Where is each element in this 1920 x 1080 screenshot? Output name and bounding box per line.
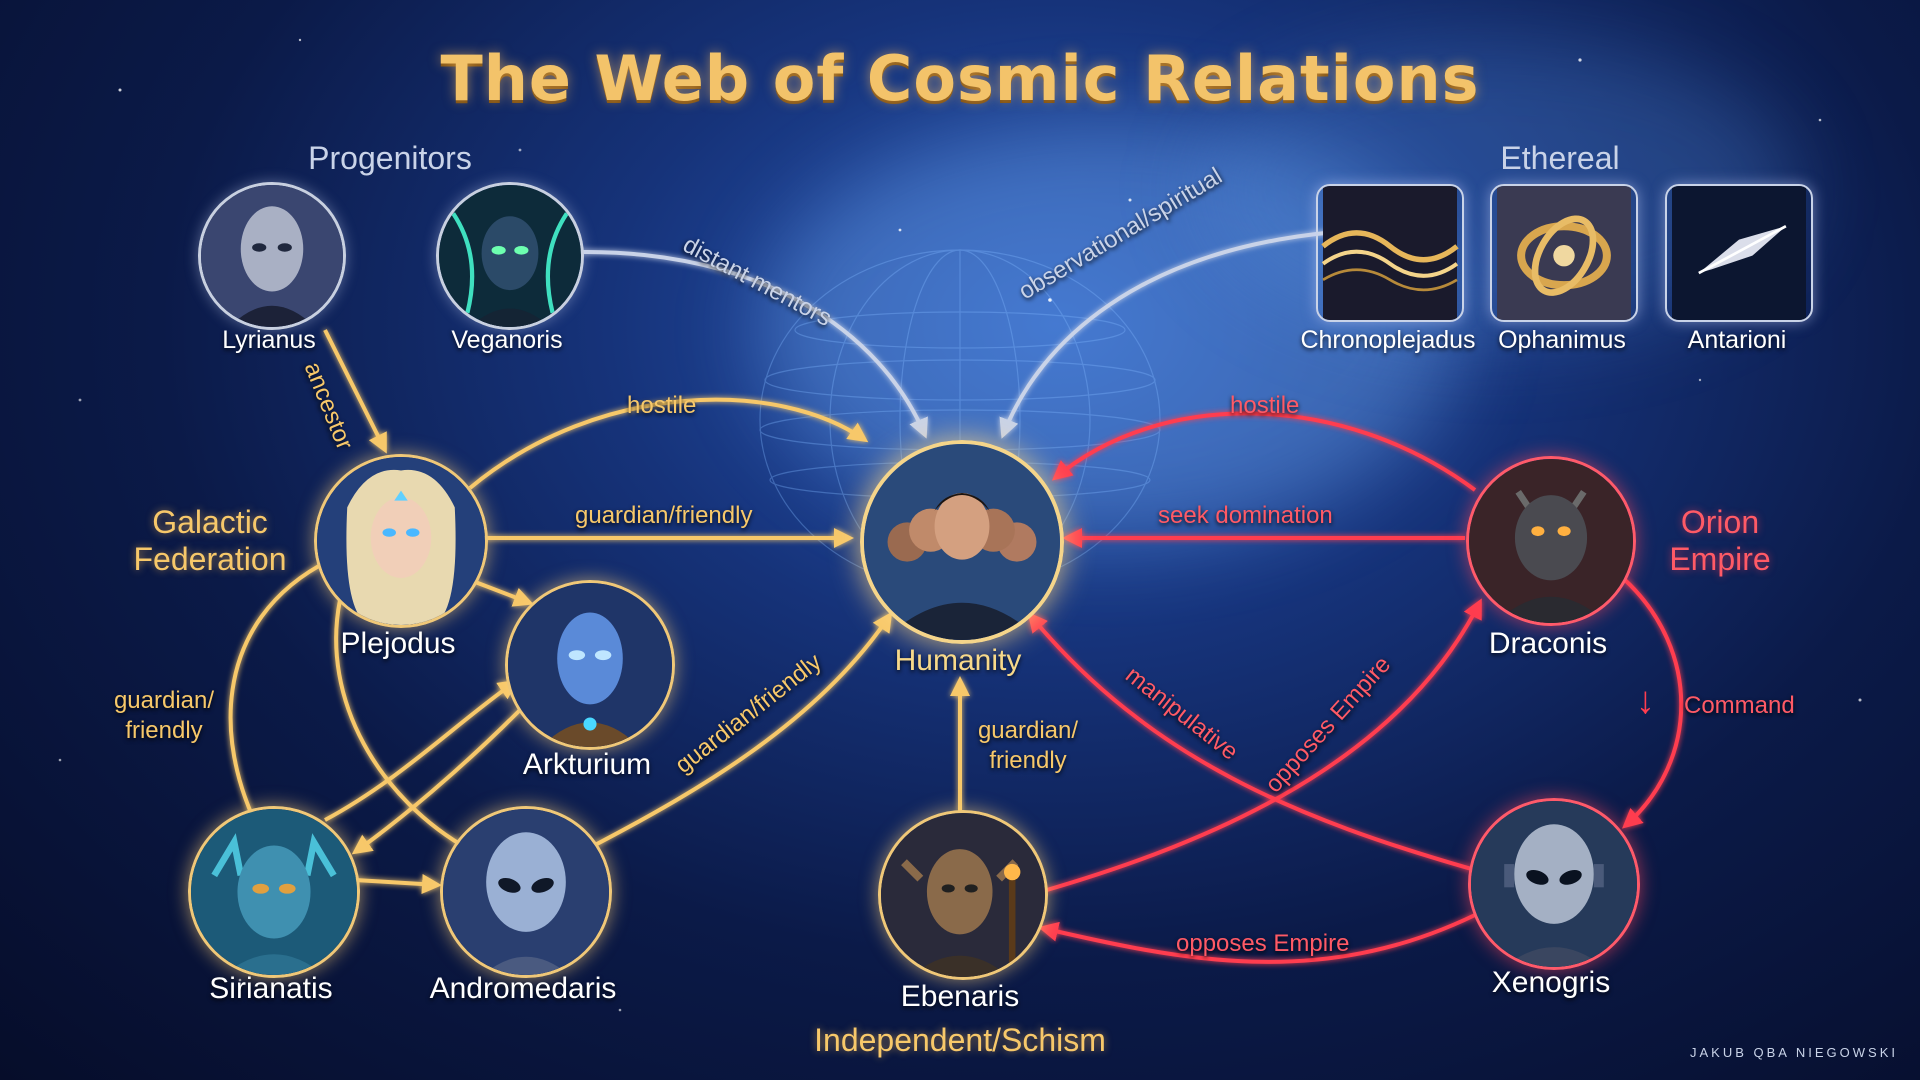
label-guardian-left: guardian/ friendly xyxy=(104,686,224,746)
label-guardian-plejodus: guardian/friendly xyxy=(575,502,753,529)
avatar-andromedaris[interactable] xyxy=(440,806,612,978)
label-command: Command xyxy=(1684,692,1795,719)
link-plejodus-andromedaris xyxy=(334,599,471,852)
label-guardian-ebenaris: guardian/ friendly xyxy=(968,716,1088,776)
name-veganoris: Veganoris xyxy=(451,326,563,354)
avatar-veganoris[interactable] xyxy=(436,182,584,330)
name-chronoplejadus: Chronoplejadus xyxy=(1300,326,1476,354)
label-hostile-right: hostile xyxy=(1230,392,1300,419)
name-plejodus: Plejodus xyxy=(340,627,456,660)
link-manipulative xyxy=(1027,611,1476,872)
command-arrow-icon: ↓ xyxy=(1636,680,1655,722)
link-andromedaris-humanity xyxy=(594,611,893,847)
group-orion-empire: Orion Empire xyxy=(1620,504,1820,578)
group-progenitors: Progenitors xyxy=(308,140,472,176)
link-hostile-left xyxy=(468,397,869,490)
name-ophanimus: Ophanimus xyxy=(1498,326,1626,354)
link-arkturium-sirianatis xyxy=(351,708,522,855)
avatar-plejodus[interactable] xyxy=(314,454,488,628)
name-andromedaris: Andromedaris xyxy=(429,972,617,1005)
name-sirianatis: Sirianatis xyxy=(209,972,333,1005)
avatar-draconis[interactable] xyxy=(1466,456,1636,626)
name-arkturium: Arkturium xyxy=(522,748,652,781)
link-distant-mentors xyxy=(579,249,928,439)
label-guardian-left-line1: guardian/ xyxy=(113,687,215,714)
link-sirianatis-andromedaris xyxy=(354,874,442,895)
group-orion-line2: Empire xyxy=(1669,541,1771,577)
avatar-sirianatis[interactable] xyxy=(188,806,360,978)
name-xenogris: Xenogris xyxy=(1491,966,1611,999)
name-draconis: Draconis xyxy=(1488,627,1608,660)
link-command xyxy=(1621,578,1684,829)
link-plejodus-arkturium xyxy=(469,578,534,607)
link-sirianatis-arkturium xyxy=(324,679,519,822)
group-galactic-line1: Galactic xyxy=(152,504,268,540)
name-lyrianus: Lyrianus xyxy=(222,326,316,354)
link-hostile-right xyxy=(1051,411,1477,492)
group-galactic-federation: Galactic Federation xyxy=(110,504,310,578)
label-guardian-left-line2: friendly xyxy=(125,717,203,744)
label-hostile-left: hostile xyxy=(627,392,697,419)
group-independent: Independent/Schism xyxy=(814,1022,1106,1058)
avatar-arkturium[interactable] xyxy=(505,580,675,750)
name-antarioni: Antarioni xyxy=(1687,326,1787,354)
credit: JAKUB QBA NIEGOWSKI xyxy=(1690,1045,1898,1060)
avatar-humanity[interactable] xyxy=(860,440,1064,644)
image-ophanimus[interactable] xyxy=(1490,184,1638,322)
image-antarioni[interactable] xyxy=(1665,184,1813,322)
link-observational xyxy=(999,230,1336,439)
group-orion-line1: Orion xyxy=(1680,504,1760,540)
name-humanity: Humanity xyxy=(894,644,1022,677)
name-ebenaris: Ebenaris xyxy=(900,980,1020,1013)
label-guardian-ebenaris-line2: friendly xyxy=(989,747,1067,774)
page-title: The Web of Cosmic Relations xyxy=(440,42,1480,115)
group-galactic-line2: Federation xyxy=(133,541,287,577)
avatar-ebenaris[interactable] xyxy=(878,810,1048,980)
label-guardian-ebenaris-line1: guardian/ xyxy=(977,717,1079,744)
link-ancestor xyxy=(323,329,387,454)
group-ethereal: Ethereal xyxy=(1500,140,1620,176)
label-seek-domination: seek domination xyxy=(1158,502,1333,529)
image-chronoplejadus[interactable] xyxy=(1316,184,1464,322)
avatar-xenogris[interactable] xyxy=(1468,798,1640,970)
avatar-lyrianus[interactable] xyxy=(198,182,346,330)
label-opposes-bottom: opposes Empire xyxy=(1176,930,1350,957)
link-opposes-up xyxy=(1039,598,1482,894)
link-opposes-bottom xyxy=(1038,913,1476,964)
